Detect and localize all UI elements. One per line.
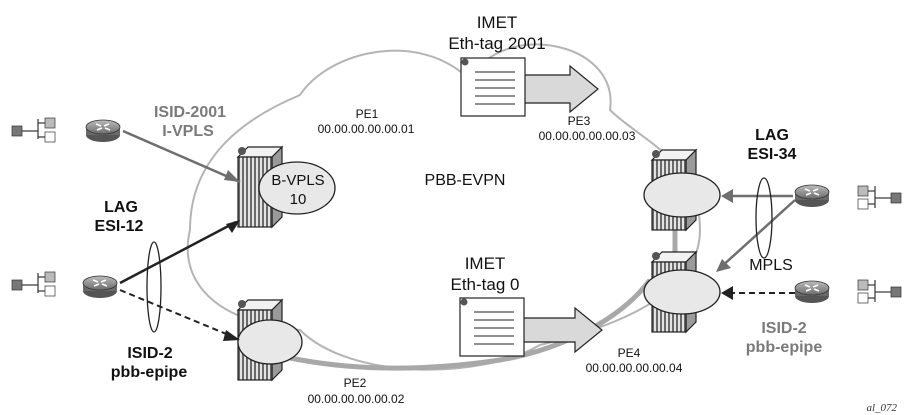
imet-top-title: IMET bbox=[477, 13, 518, 32]
pe3-address: 00.00.00.00.00.03 bbox=[539, 129, 636, 143]
lag12-arrowhead bbox=[226, 220, 240, 233]
imet-bottom-document-icon bbox=[459, 297, 525, 357]
pe1-address: 00.00.00.00.00.01 bbox=[318, 122, 415, 136]
isid2-left-line1: ISID-2 bbox=[127, 345, 172, 362]
pe3-name: PE3 bbox=[568, 114, 591, 128]
lag34-pe4-link bbox=[719, 199, 796, 269]
isid2-right-line1: ISID-2 bbox=[761, 320, 806, 337]
pe2-service-ellipse bbox=[237, 319, 303, 365]
imet-bottom-arrow bbox=[517, 306, 603, 354]
pe4-name: PE4 bbox=[618, 346, 641, 360]
imet-top-document-icon bbox=[460, 57, 526, 117]
cloud-label: PBB-EVPN bbox=[425, 172, 506, 189]
pe4-service-ellipse bbox=[643, 269, 721, 315]
figure-id: al_072 bbox=[866, 402, 897, 414]
isid2-right-arrowhead bbox=[721, 286, 733, 300]
lag34-line1: LAG bbox=[755, 127, 789, 144]
imet-bottom-message bbox=[459, 297, 603, 357]
isid2-left-link bbox=[119, 289, 237, 339]
lag34-line2: ESI-34 bbox=[748, 146, 797, 163]
isid2001-link bbox=[122, 129, 241, 184]
imet-top-message bbox=[460, 57, 599, 117]
host-group-icon bbox=[857, 185, 902, 210]
lag34-pe4-arrowhead bbox=[716, 259, 731, 272]
ce-router-icon bbox=[794, 184, 830, 208]
lag12-link bbox=[119, 220, 237, 285]
imet-bottom-title: IMET bbox=[465, 254, 506, 273]
mpls-label: MPLS bbox=[749, 257, 793, 274]
bvpls-line1: B-VPLS bbox=[271, 172, 324, 189]
lag12-bundle bbox=[146, 241, 162, 333]
bvpls-ellipse bbox=[258, 161, 336, 215]
pe2-name: PE2 bbox=[344, 376, 367, 390]
imet-top-arrow bbox=[519, 64, 599, 114]
ce-router-icon bbox=[85, 119, 121, 143]
pe3-service-ellipse bbox=[643, 172, 721, 218]
imet-top-tag: Eth-tag 2001 bbox=[448, 34, 545, 53]
host-group-icon bbox=[11, 117, 56, 143]
ce-router-icon bbox=[82, 275, 118, 299]
imet-bottom-tag: Eth-tag 0 bbox=[451, 275, 520, 294]
isid2-left-arrowhead bbox=[223, 330, 240, 341]
host-group-icon bbox=[857, 279, 902, 304]
lag12-line1: LAG bbox=[104, 199, 138, 216]
lag34-pe3-arrowhead bbox=[721, 189, 733, 203]
bvpls-line2: 10 bbox=[290, 191, 307, 208]
isid2001-line1: ISID-2001 bbox=[154, 104, 226, 121]
lag34-bundle bbox=[755, 177, 773, 259]
pe1-name: PE1 bbox=[356, 107, 379, 121]
isid2001-arrowhead bbox=[224, 170, 240, 182]
pe2-pe4-path bbox=[289, 278, 652, 371]
isid2001-line2: I-VPLS bbox=[162, 123, 214, 140]
ce-router-icon bbox=[794, 280, 830, 304]
lag12-line2: ESI-12 bbox=[95, 218, 144, 235]
pe2-address: 00.00.00.00.00.02 bbox=[308, 392, 405, 406]
isid2-right-line2: pbb-epipe bbox=[746, 339, 823, 356]
pe4-address: 00.00.00.00.00.04 bbox=[586, 361, 683, 375]
host-group-icon bbox=[11, 271, 56, 297]
isid2-left-line2: pbb-epipe bbox=[111, 364, 188, 381]
